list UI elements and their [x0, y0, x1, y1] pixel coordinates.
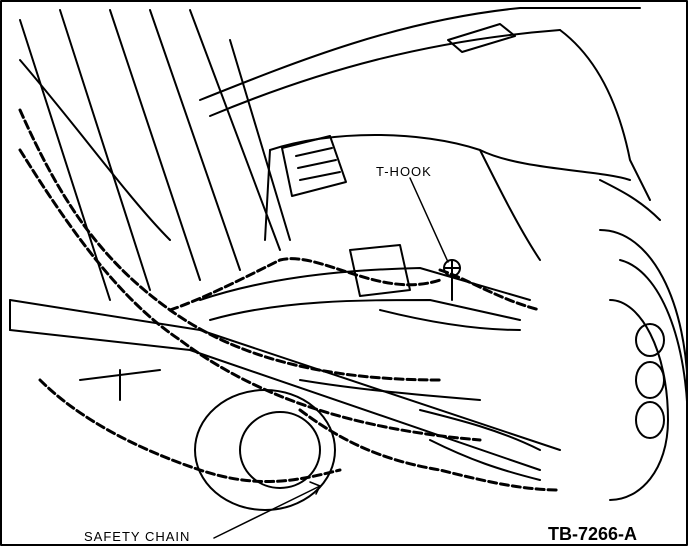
t-hook: [443, 259, 461, 301]
safety-chain-leader-line: [213, 485, 321, 539]
tow-boom: [19, 9, 291, 301]
figure-id-label: TB-7266-A: [548, 524, 638, 544]
leader-lines: [213, 177, 449, 539]
safety-chain-arrowhead: [309, 481, 321, 495]
tow-chain: [18, 108, 562, 492]
tow-bar: [9, 299, 561, 471]
safety-chain-label: SAFETY CHAIN: [84, 529, 191, 544]
underbody-frame: [79, 244, 541, 481]
t-hook-label: T-HOOK: [376, 164, 432, 179]
front-tire: [599, 229, 688, 501]
vehicle-body: [19, 7, 661, 261]
fender-vent: [281, 135, 347, 197]
t-hook-leader-line: [409, 177, 449, 263]
